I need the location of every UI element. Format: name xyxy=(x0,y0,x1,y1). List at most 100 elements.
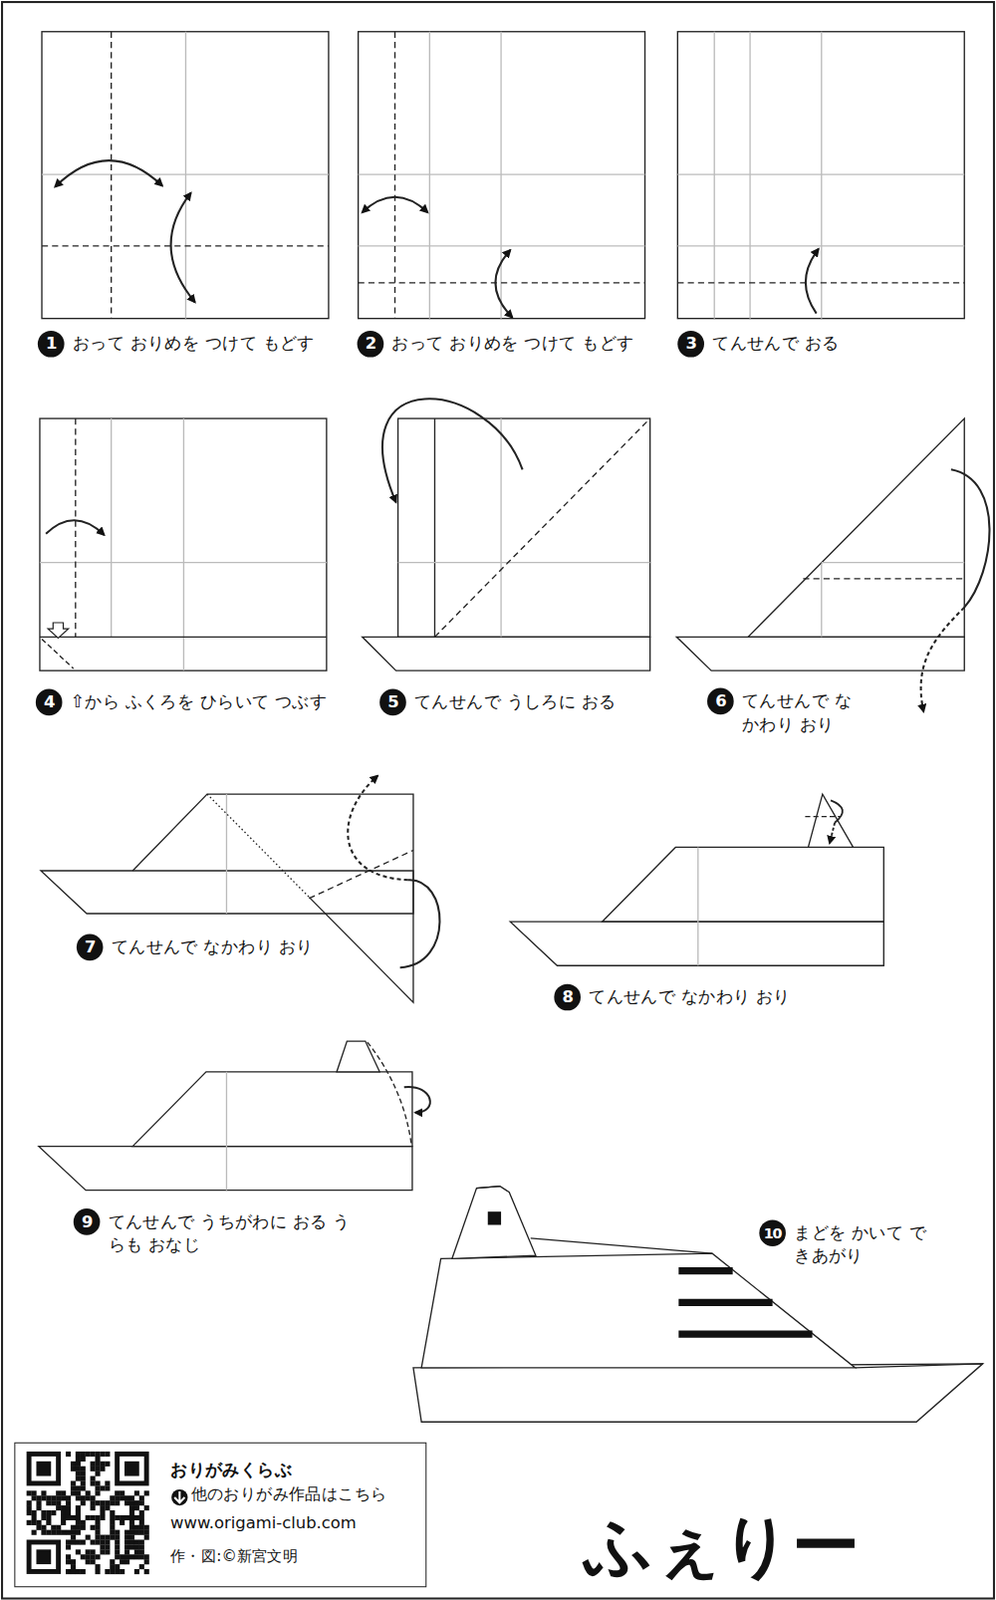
qr-module xyxy=(99,1485,105,1491)
qr-module xyxy=(94,1490,100,1495)
qr-code xyxy=(26,1451,150,1574)
step-2-figure-part xyxy=(358,174,646,176)
qr-module xyxy=(104,1499,110,1505)
qr-module xyxy=(99,1543,105,1549)
qr-module xyxy=(90,1476,96,1482)
step-3-figure-part xyxy=(805,249,819,314)
qr-module xyxy=(75,1461,81,1467)
step-4-figure xyxy=(39,418,327,671)
qr-module xyxy=(129,1494,135,1500)
step-2-figure-part xyxy=(394,31,396,319)
qr-module xyxy=(90,1524,96,1530)
step-5-figure-part xyxy=(382,398,523,502)
qr-module xyxy=(129,1509,135,1515)
qr-module xyxy=(99,1538,105,1544)
qr-module xyxy=(60,1529,66,1535)
step-7-figure-part xyxy=(207,793,309,897)
qr-module xyxy=(85,1490,91,1495)
step-9-figure-part xyxy=(132,1071,413,1147)
qr-module xyxy=(31,1514,37,1520)
qr-module xyxy=(90,1499,96,1505)
qr-module xyxy=(114,1553,120,1559)
qr-module xyxy=(119,1494,125,1500)
step-instruction: 1おって おりめを つけて もどす xyxy=(37,330,338,358)
qr-module xyxy=(129,1499,135,1505)
qr-module xyxy=(75,1514,81,1520)
qr-module xyxy=(35,1461,51,1477)
qr-module xyxy=(85,1534,91,1540)
qr-module xyxy=(94,1456,100,1462)
site-url: www.origami-club.com xyxy=(170,1511,357,1531)
step-5-figure-part xyxy=(398,418,651,637)
qr-module xyxy=(119,1553,125,1559)
step-2-figure-part xyxy=(362,197,429,213)
step-1-figure-part xyxy=(41,31,329,319)
step-number: 9 xyxy=(73,1208,101,1236)
qr-module xyxy=(60,1519,66,1525)
qr-module xyxy=(85,1451,91,1457)
qr-module xyxy=(80,1538,86,1544)
qr-module xyxy=(94,1471,100,1477)
qr-module xyxy=(31,1529,37,1535)
qr-module xyxy=(124,1543,130,1549)
step-9-figure-part xyxy=(404,1086,431,1113)
qr-module xyxy=(45,1519,51,1525)
qr-module xyxy=(50,1524,56,1530)
qr-module xyxy=(94,1480,100,1486)
qr-module xyxy=(70,1563,76,1569)
qr-module xyxy=(50,1494,56,1500)
qr-module xyxy=(75,1504,81,1510)
step-6-figure-part xyxy=(821,561,965,563)
qr-module xyxy=(80,1480,86,1486)
down-arrow-icon-part xyxy=(171,1489,188,1505)
qr-module xyxy=(80,1485,86,1491)
qr-module xyxy=(119,1558,125,1564)
step-instruction: 7てんせんで なかわり おり xyxy=(76,933,377,961)
step-instruction: 10まどを かいて できあがり xyxy=(758,1219,927,1267)
step-2-figure-part xyxy=(495,249,512,318)
qr-module xyxy=(124,1461,140,1477)
step-caption: てんせんで なかわり おり xyxy=(742,689,865,737)
qr-module xyxy=(94,1563,100,1569)
qr-module xyxy=(31,1519,37,1525)
step-number: 8 xyxy=(553,984,581,1011)
qr-module xyxy=(144,1534,150,1540)
qr-module xyxy=(70,1529,76,1535)
step-number: 5 xyxy=(379,689,407,717)
step-caption: てんせんで うちがわに おる うらも おなじ xyxy=(108,1209,364,1256)
qr-module xyxy=(144,1524,150,1530)
qr-module xyxy=(75,1494,81,1500)
qr-module xyxy=(94,1534,100,1540)
qr-module xyxy=(114,1494,120,1500)
qr-module xyxy=(124,1529,130,1535)
qr-module xyxy=(75,1548,81,1554)
qr-module xyxy=(80,1553,86,1559)
qr-module xyxy=(40,1529,46,1535)
step-7-figure-part xyxy=(347,775,409,881)
ferry-finished-part xyxy=(855,1363,984,1368)
step-8-figure-part xyxy=(804,815,841,817)
step-7-figure-part xyxy=(400,879,441,968)
ferry-finished-part xyxy=(413,1363,984,1422)
author-credit: 作・図:©新宮文明 xyxy=(170,1545,298,1565)
qr-module xyxy=(94,1451,100,1457)
step-4-figure-part xyxy=(47,622,68,638)
ferry-finished-part xyxy=(476,1186,500,1189)
qr-module xyxy=(94,1553,100,1559)
qr-module xyxy=(114,1499,120,1505)
qr-module xyxy=(104,1568,110,1574)
step-6-figure-part xyxy=(676,636,965,671)
qr-module xyxy=(129,1543,135,1549)
qr-module xyxy=(124,1553,130,1559)
qr-module xyxy=(119,1514,125,1520)
step-8-figure xyxy=(509,793,884,966)
qr-module xyxy=(85,1558,91,1564)
qr-module xyxy=(60,1494,66,1500)
qr-module xyxy=(75,1451,81,1457)
ferry-finished-part xyxy=(421,1252,855,1368)
step-caption: おって おりめを つけて もどす xyxy=(72,331,338,356)
step-1-figure-part xyxy=(41,245,329,247)
qr-module xyxy=(90,1451,96,1457)
qr-module xyxy=(114,1538,120,1544)
step-4-figure-part xyxy=(39,561,327,563)
